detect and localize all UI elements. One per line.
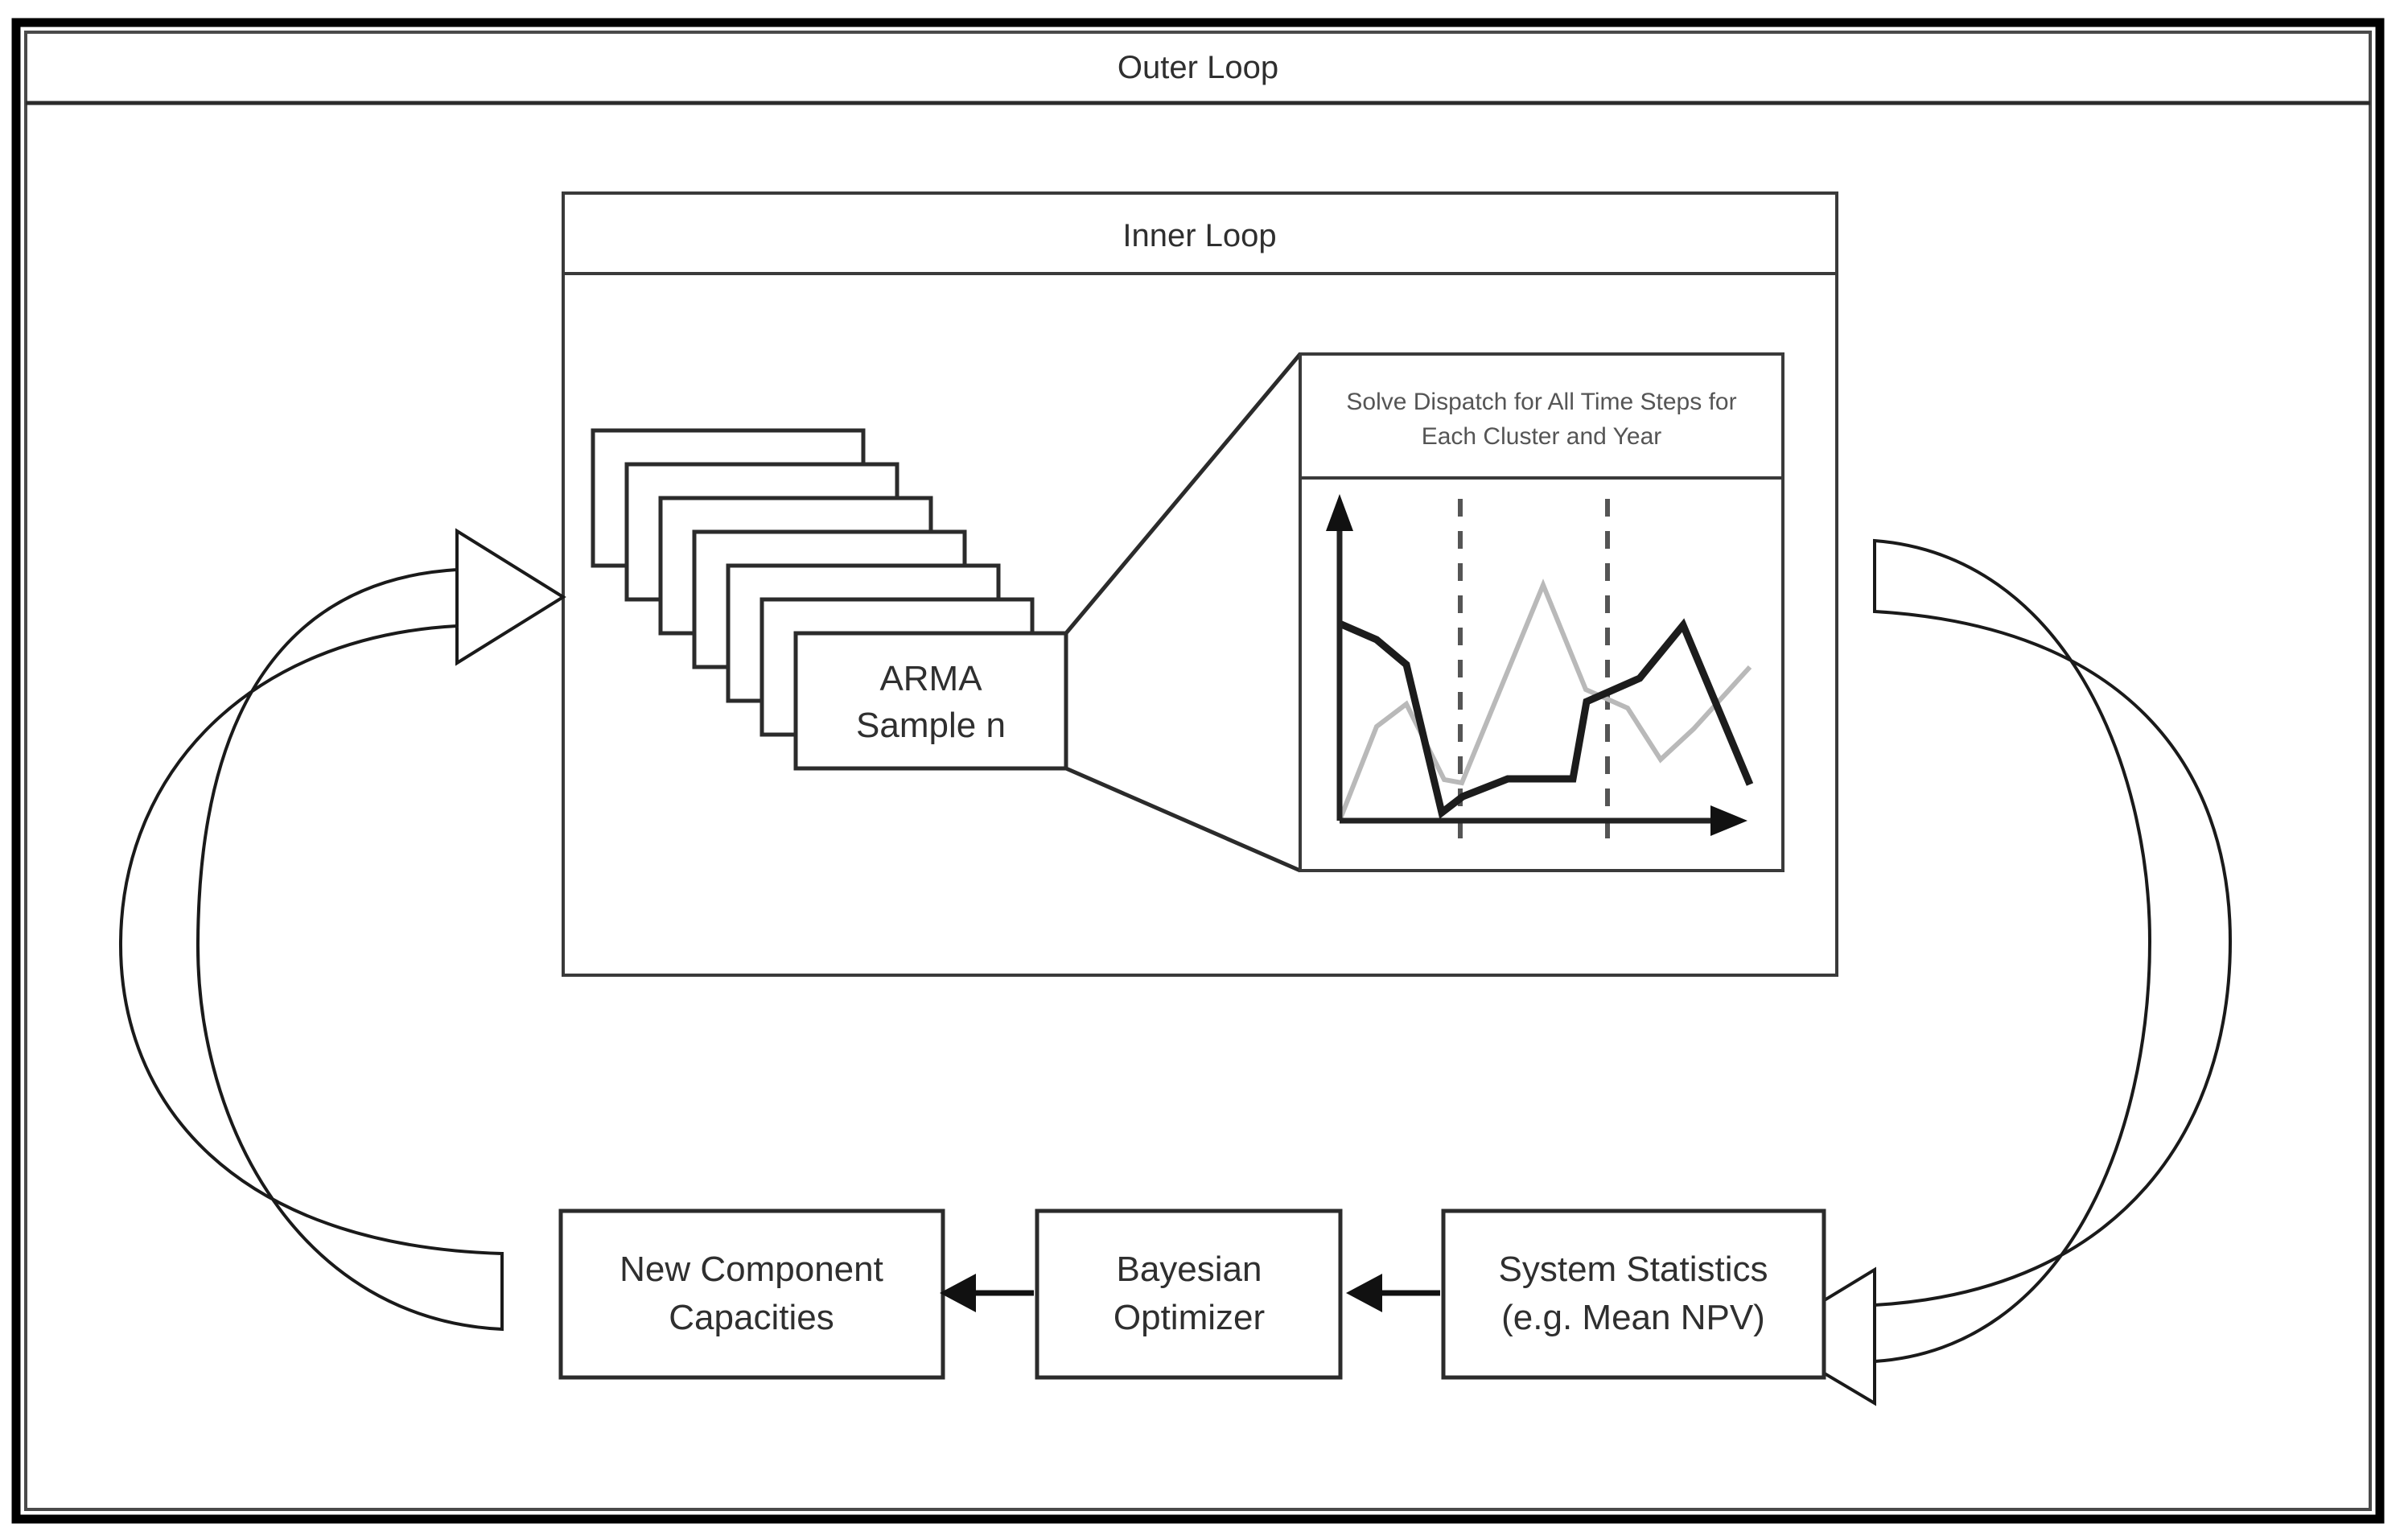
outer-loop-frame — [11, 18, 2385, 1524]
arrow-left-icon-optimizer-to-capacities — [940, 1274, 1034, 1312]
system-statistics-line2: (e.g. Mean NPV) — [1501, 1298, 1765, 1337]
dispatch-panel[interactable]: Solve Dispatch for All Time Steps for Ea… — [1299, 352, 1784, 872]
arma-sample-label-line2: Sample n — [856, 706, 1006, 745]
chart-y-axis-arrowhead — [1326, 494, 1353, 531]
dispatch-panel-title-line1: Solve Dispatch for All Time Steps for — [1346, 389, 1736, 415]
new-component-capacities-line1: New Component — [620, 1250, 883, 1289]
system-statistics-box[interactable] — [1441, 1209, 1826, 1380]
arma-sample-label-line1: ARMA — [879, 659, 982, 698]
bayesian-optimizer-box[interactable] — [1035, 1209, 1343, 1380]
flow-box-bayesian-optimizer[interactable]: Bayesian Optimizer — [1035, 1209, 1343, 1380]
curved-arrow-up-right-icon — [118, 528, 566, 1332]
flow-arrow-2-head — [1346, 1274, 1382, 1312]
arrow-left-icon-stats-to-optimizer — [1346, 1274, 1440, 1312]
flow-arrow-1-head — [940, 1274, 976, 1312]
chart-series-dark — [1338, 618, 1754, 819]
flow-box-system-statistics[interactable]: System Statistics (e.g. Mean NPV) — [1441, 1209, 1826, 1380]
dispatch-panel-frame — [1299, 352, 1784, 872]
chart-x-axis-arrowhead — [1710, 805, 1747, 836]
funnel-top-connector — [1064, 352, 1302, 635]
bayesian-optimizer-line2: Optimizer — [1113, 1298, 1265, 1337]
bayesian-optimizer-line1: Bayesian — [1116, 1250, 1262, 1289]
inner-loop-title: Inner Loop — [1122, 218, 1276, 253]
dispatch-panel-title-line2: Each Cluster and Year — [1422, 423, 1662, 450]
new-component-capacities-box[interactable] — [558, 1209, 945, 1380]
dispatch-chart — [1326, 494, 1754, 841]
system-statistics-line1: System Statistics — [1499, 1250, 1768, 1289]
funnel-bottom-connector — [1065, 766, 1301, 873]
chart-series-light — [1337, 579, 1752, 822]
arma-sample-stack[interactable]: ARMA Sample n — [591, 428, 1068, 771]
new-component-capacities-line2: Capacities — [669, 1298, 834, 1337]
outer-loop-title: Outer Loop — [1118, 50, 1278, 85]
arma-stack-card-front[interactable] — [793, 631, 1068, 771]
flow-box-new-component-capacities[interactable]: New Component Capacities — [558, 1209, 945, 1380]
